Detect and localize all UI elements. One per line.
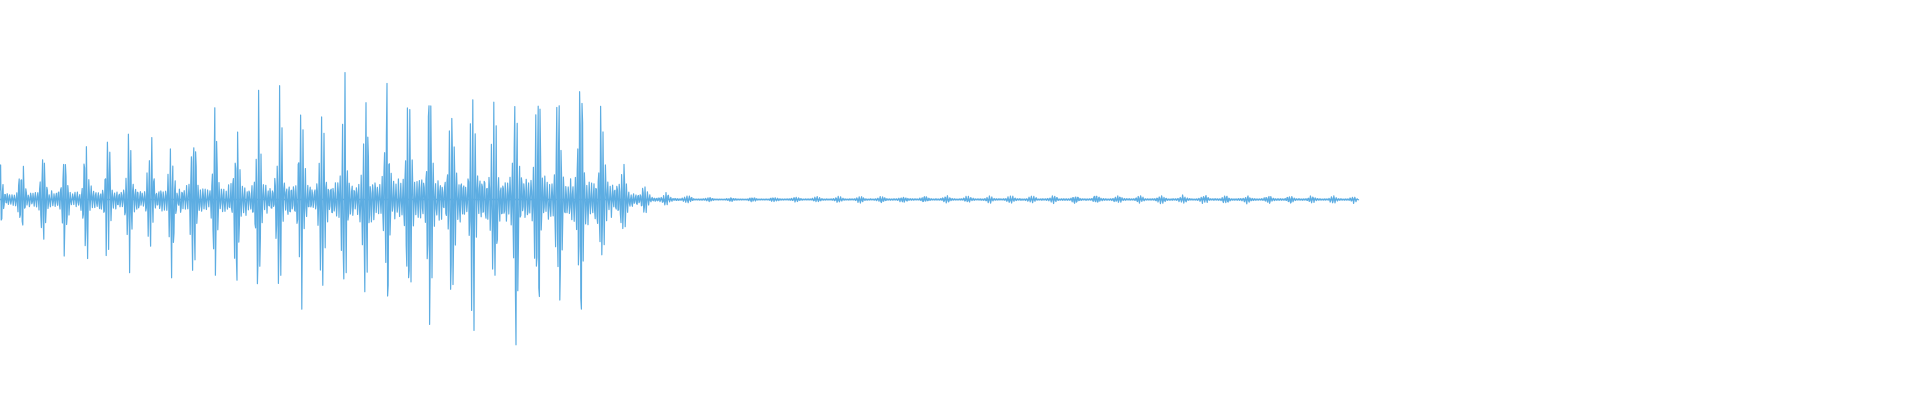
waveform-signal — [0, 72, 1360, 346]
